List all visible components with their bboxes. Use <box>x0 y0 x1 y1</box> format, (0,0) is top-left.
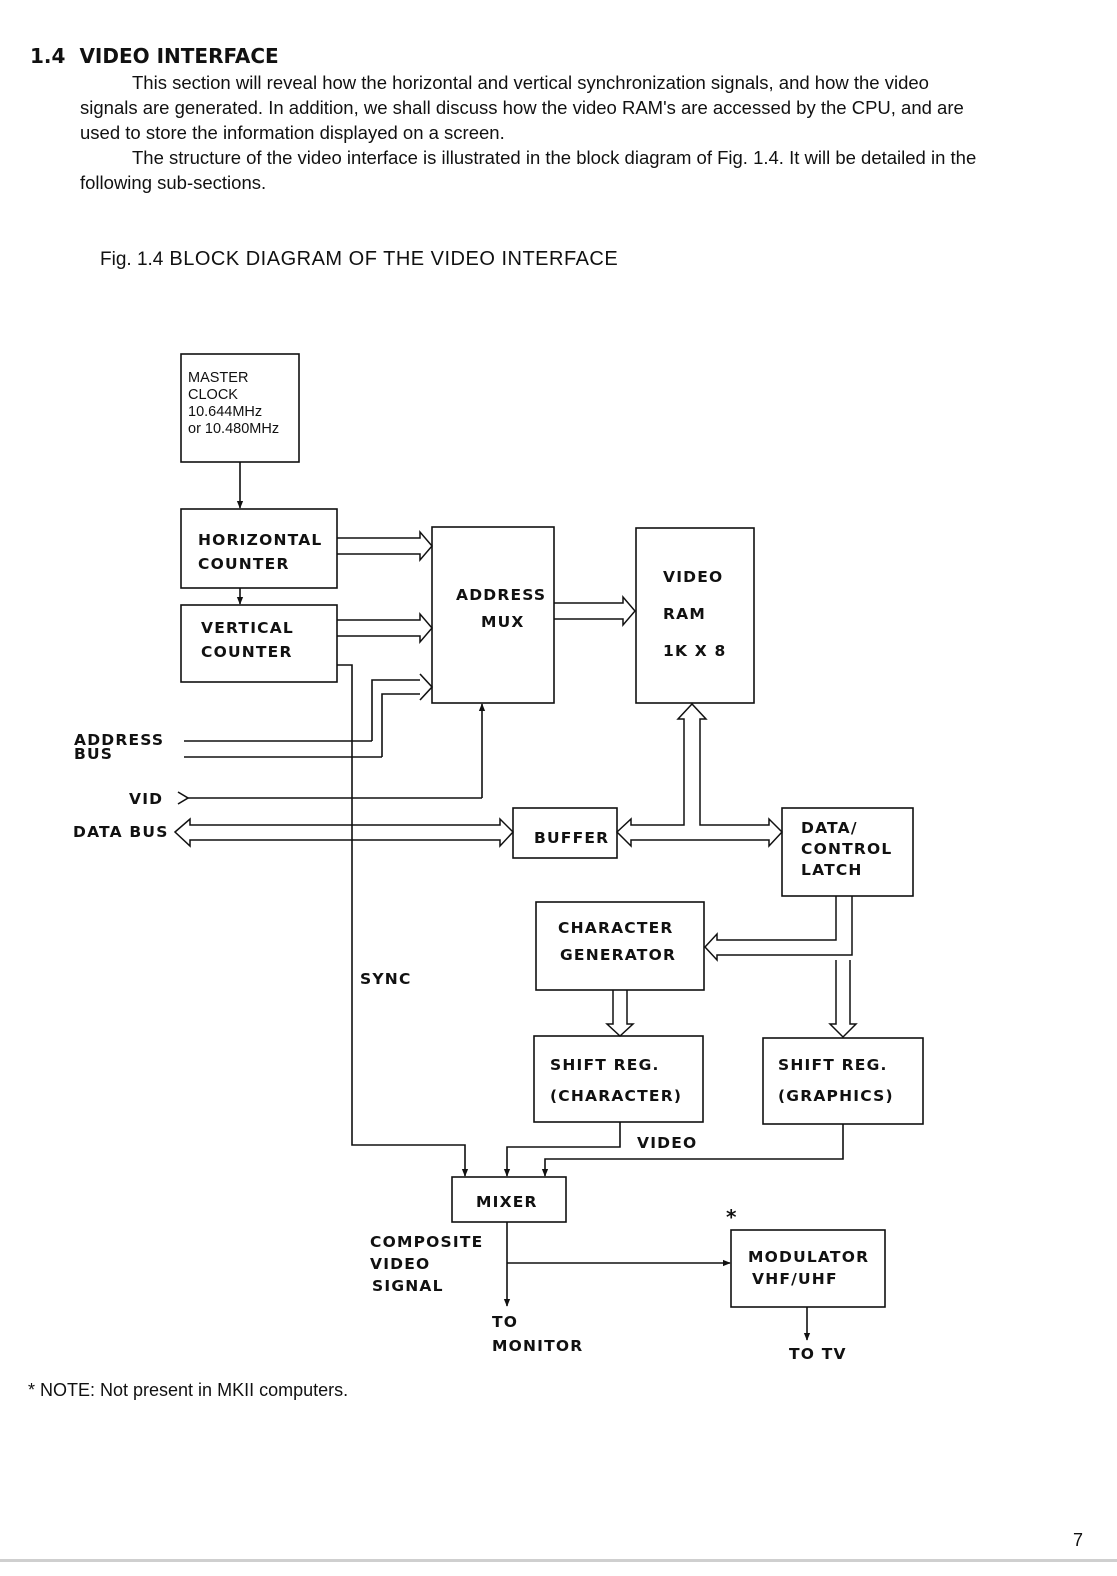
modulator-line-1: MODULATOR <box>748 1248 869 1266</box>
buffer-label: BUFFER <box>534 829 609 847</box>
latch-to-character-generator-bus <box>703 896 853 962</box>
shift-reg-graphics-box <box>762 1037 924 1125</box>
chargen-line-1: CHARACTER <box>558 919 674 937</box>
chargen-line-2: GENERATOR <box>560 946 676 964</box>
figure-title: BLOCK DIAGRAM OF THE VIDEO INTERFACE <box>169 248 619 270</box>
address-bus-to-mux-arrowhead <box>419 673 434 701</box>
horizontal-to-mux-bus <box>337 529 433 563</box>
horizontal-counter-box <box>180 508 338 589</box>
single-lines <box>177 462 844 1341</box>
vertical-to-mux-bus <box>337 611 433 645</box>
video-ram-box <box>635 527 755 704</box>
sync-label: SYNC <box>360 970 412 988</box>
address-bus-to-mux-line-a <box>371 679 420 741</box>
page-bottom-rule <box>0 1559 1117 1562</box>
vertical-counter-line-1: VERTICAL <box>201 619 294 637</box>
latch-to-graphics-shift-bus <box>828 960 858 1039</box>
video-line-graphics <box>541 1124 844 1177</box>
master-clock-line-3: 10.644MHz <box>188 404 262 420</box>
modulator-asterisk: * <box>726 1205 738 1229</box>
video-line-character <box>503 1122 621 1177</box>
shift-gfx-line-2: (GRAPHICS) <box>778 1087 894 1105</box>
data-control-latch-label: DATA/CONTROL LATCH <box>801 819 893 879</box>
data-control-latch-box <box>781 807 914 897</box>
vid-input-arrowhead <box>177 791 190 805</box>
section-title: VIDEO INTERFACE <box>79 44 279 68</box>
to-monitor-line-2: MONITOR <box>492 1337 583 1355</box>
master-clock-line-2: CLOCK <box>188 387 238 403</box>
horizontal-counter-label: HORIZONTAL COUNTER <box>198 531 322 573</box>
sync-line <box>337 664 469 1177</box>
shift-char-line-2: (CHARACTER) <box>550 1087 682 1105</box>
address-bus-line-2: BUS <box>74 745 113 763</box>
vertical-counter-box <box>180 604 338 683</box>
composite-line-1: COMPOSITE <box>370 1233 483 1251</box>
video-ram-line-3: 1K X 8 <box>663 642 727 660</box>
footnote: * NOTE: Not present in MKII computers. <box>28 1380 349 1400</box>
address-mux-line-1: ADDRESS <box>456 586 546 604</box>
address-mux-line-2: MUX <box>481 613 525 631</box>
modulator-box <box>730 1229 886 1308</box>
intro-paragraph-text: This section will reveal how the horizon… <box>80 72 964 143</box>
to-monitor-label: TO MONITOR <box>492 1313 583 1355</box>
horizontal-counter-line-2: COUNTER <box>198 555 290 573</box>
chargen-to-shift-bus <box>605 990 635 1038</box>
video-ram-label: VIDEO RAM 1K X 8 <box>663 568 727 660</box>
character-generator-box <box>535 901 705 991</box>
data-bus-arrow <box>173 817 515 848</box>
vid-label: VID <box>129 790 163 808</box>
shift-reg-graphics-label: SHIFT REG. (GRAPHICS) <box>778 1056 894 1105</box>
data-bus-label: DATA BUS <box>73 823 169 841</box>
page-number: 7 <box>1073 1530 1084 1550</box>
modulator-label: MODULATOR VHF/UHF <box>748 1248 869 1288</box>
character-generator-label: CHARACTER GENERATOR <box>558 919 676 964</box>
address-mux-box <box>431 526 555 704</box>
shift-char-line-1: SHIFT REG. <box>550 1056 660 1074</box>
video-label: VIDEO <box>637 1134 697 1152</box>
mixer-box <box>451 1176 567 1223</box>
video-ram-line-2: RAM <box>663 605 706 623</box>
address-bus-to-mux-line-b <box>381 693 420 757</box>
to-monitor-line-1: TO <box>492 1313 518 1331</box>
to-tv-label: TO TV <box>789 1345 847 1363</box>
shift-reg-character-box <box>533 1035 704 1123</box>
master-clock-line-4: or 10.480MHz <box>188 421 279 437</box>
intro-paragraph: This section will reveal how the horizon… <box>80 70 990 145</box>
ram-buffer-latch-bus <box>615 702 784 848</box>
shift-reg-character-label: SHIFT REG. (CHARACTER) <box>550 1056 682 1105</box>
modulator-line-2: VHF/UHF <box>752 1270 838 1288</box>
shift-gfx-line-1: SHIFT REG. <box>778 1056 888 1074</box>
horizontal-counter-line-1: HORIZONTAL <box>198 531 322 549</box>
address-mux-label: ADDRESS MUX <box>456 586 546 631</box>
structure-paragraph: The structure of the video interface is … <box>80 145 990 195</box>
composite-video-label: COMPOSITE VIDEO SIGNAL <box>370 1233 483 1295</box>
section-number: 1.4 <box>30 44 66 68</box>
vertical-counter-label: VERTICAL COUNTER <box>201 619 294 661</box>
composite-line-2: VIDEO <box>370 1255 430 1273</box>
composite-line-3: SIGNAL <box>372 1277 444 1295</box>
video-ram-line-1: VIDEO <box>663 568 723 586</box>
address-bus-line-1: ADDRESS <box>74 731 164 749</box>
figure-number: Fig. 1.4 <box>100 249 164 270</box>
bus-arrows <box>173 529 858 1039</box>
mux-to-ram-bus <box>554 594 636 628</box>
master-clock-line-1: MASTER <box>188 370 248 386</box>
latch-line-1: DATA/ <box>801 819 858 837</box>
latch-line-2: CONTROL <box>801 840 893 858</box>
section-heading: 1.4 VIDEO INTERFACE <box>30 44 279 68</box>
mixer-label: MIXER <box>476 1193 538 1211</box>
latch-line-3: LATCH <box>801 861 863 879</box>
structure-paragraph-text: The structure of the video interface is … <box>80 147 977 193</box>
vertical-counter-line-2: COUNTER <box>201 643 293 661</box>
